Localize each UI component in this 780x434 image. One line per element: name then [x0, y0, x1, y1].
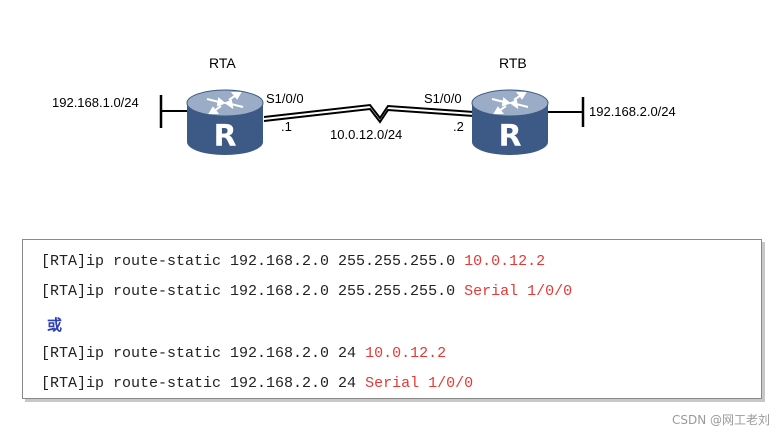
config-line-1-command: [RTA]ip route-static 192.168.2.0 255.255…: [41, 253, 465, 270]
rtb-host-suffix: .2: [453, 119, 464, 134]
config-line-1: [RTA]ip route-static 192.168.2.0 255.255…: [41, 253, 545, 270]
serial-link-2: [263, 107, 475, 124]
config-line-3: [RTA]ip route-static 192.168.2.0 24 10.0…: [41, 345, 446, 362]
config-line-2: [RTA]ip route-static 192.168.2.0 255.255…: [41, 283, 572, 300]
rtb-router-glyph: R: [498, 119, 521, 154]
config-line-4-interface: Serial 1/0/0: [365, 375, 474, 392]
config-line-4-command: [RTA]ip route-static 192.168.2.0 24: [41, 375, 366, 392]
config-line-3-nexthop: 10.0.12.2: [365, 345, 447, 362]
config-line-2-command: [RTA]ip route-static 192.168.2.0 255.255…: [41, 283, 465, 300]
rta-router-glyph: R: [213, 119, 236, 154]
or-label: 或: [47, 316, 63, 334]
rtb-interface-label: S1/0/0: [424, 91, 462, 106]
rtb-router-icon: R: [471, 89, 549, 155]
config-line-2-interface: Serial 1/0/0: [464, 283, 573, 300]
config-line-1-nexthop: 10.0.12.2: [464, 253, 546, 270]
config-line-4: [RTA]ip route-static 192.168.2.0 24 Seri…: [41, 375, 473, 392]
rta-interface-label: S1/0/0: [266, 91, 304, 106]
serial-link: [263, 103, 475, 120]
config-code-box: [RTA]ip route-static 192.168.2.0 255.255…: [22, 239, 762, 399]
rtb-name-label: RTB: [499, 55, 527, 71]
watermark: CSDN @网工老刘: [671, 413, 770, 427]
rta-lan-label: 192.168.1.0/24: [52, 95, 139, 110]
topology-svg: R R: [159, 89, 585, 155]
rta-router-icon: R: [186, 89, 264, 155]
rtb-lan-label: 192.168.2.0/24: [589, 104, 676, 119]
rta-name-label: RTA: [209, 55, 236, 71]
rta-host-suffix: .1: [281, 119, 292, 134]
topology-diagram: R R RTA RTB 192.168.1.0/24 192.168.2.0/2…: [52, 55, 676, 155]
link-network-label: 10.0.12.0/24: [330, 127, 403, 142]
config-line-3-command: [RTA]ip route-static 192.168.2.0 24: [41, 345, 366, 362]
